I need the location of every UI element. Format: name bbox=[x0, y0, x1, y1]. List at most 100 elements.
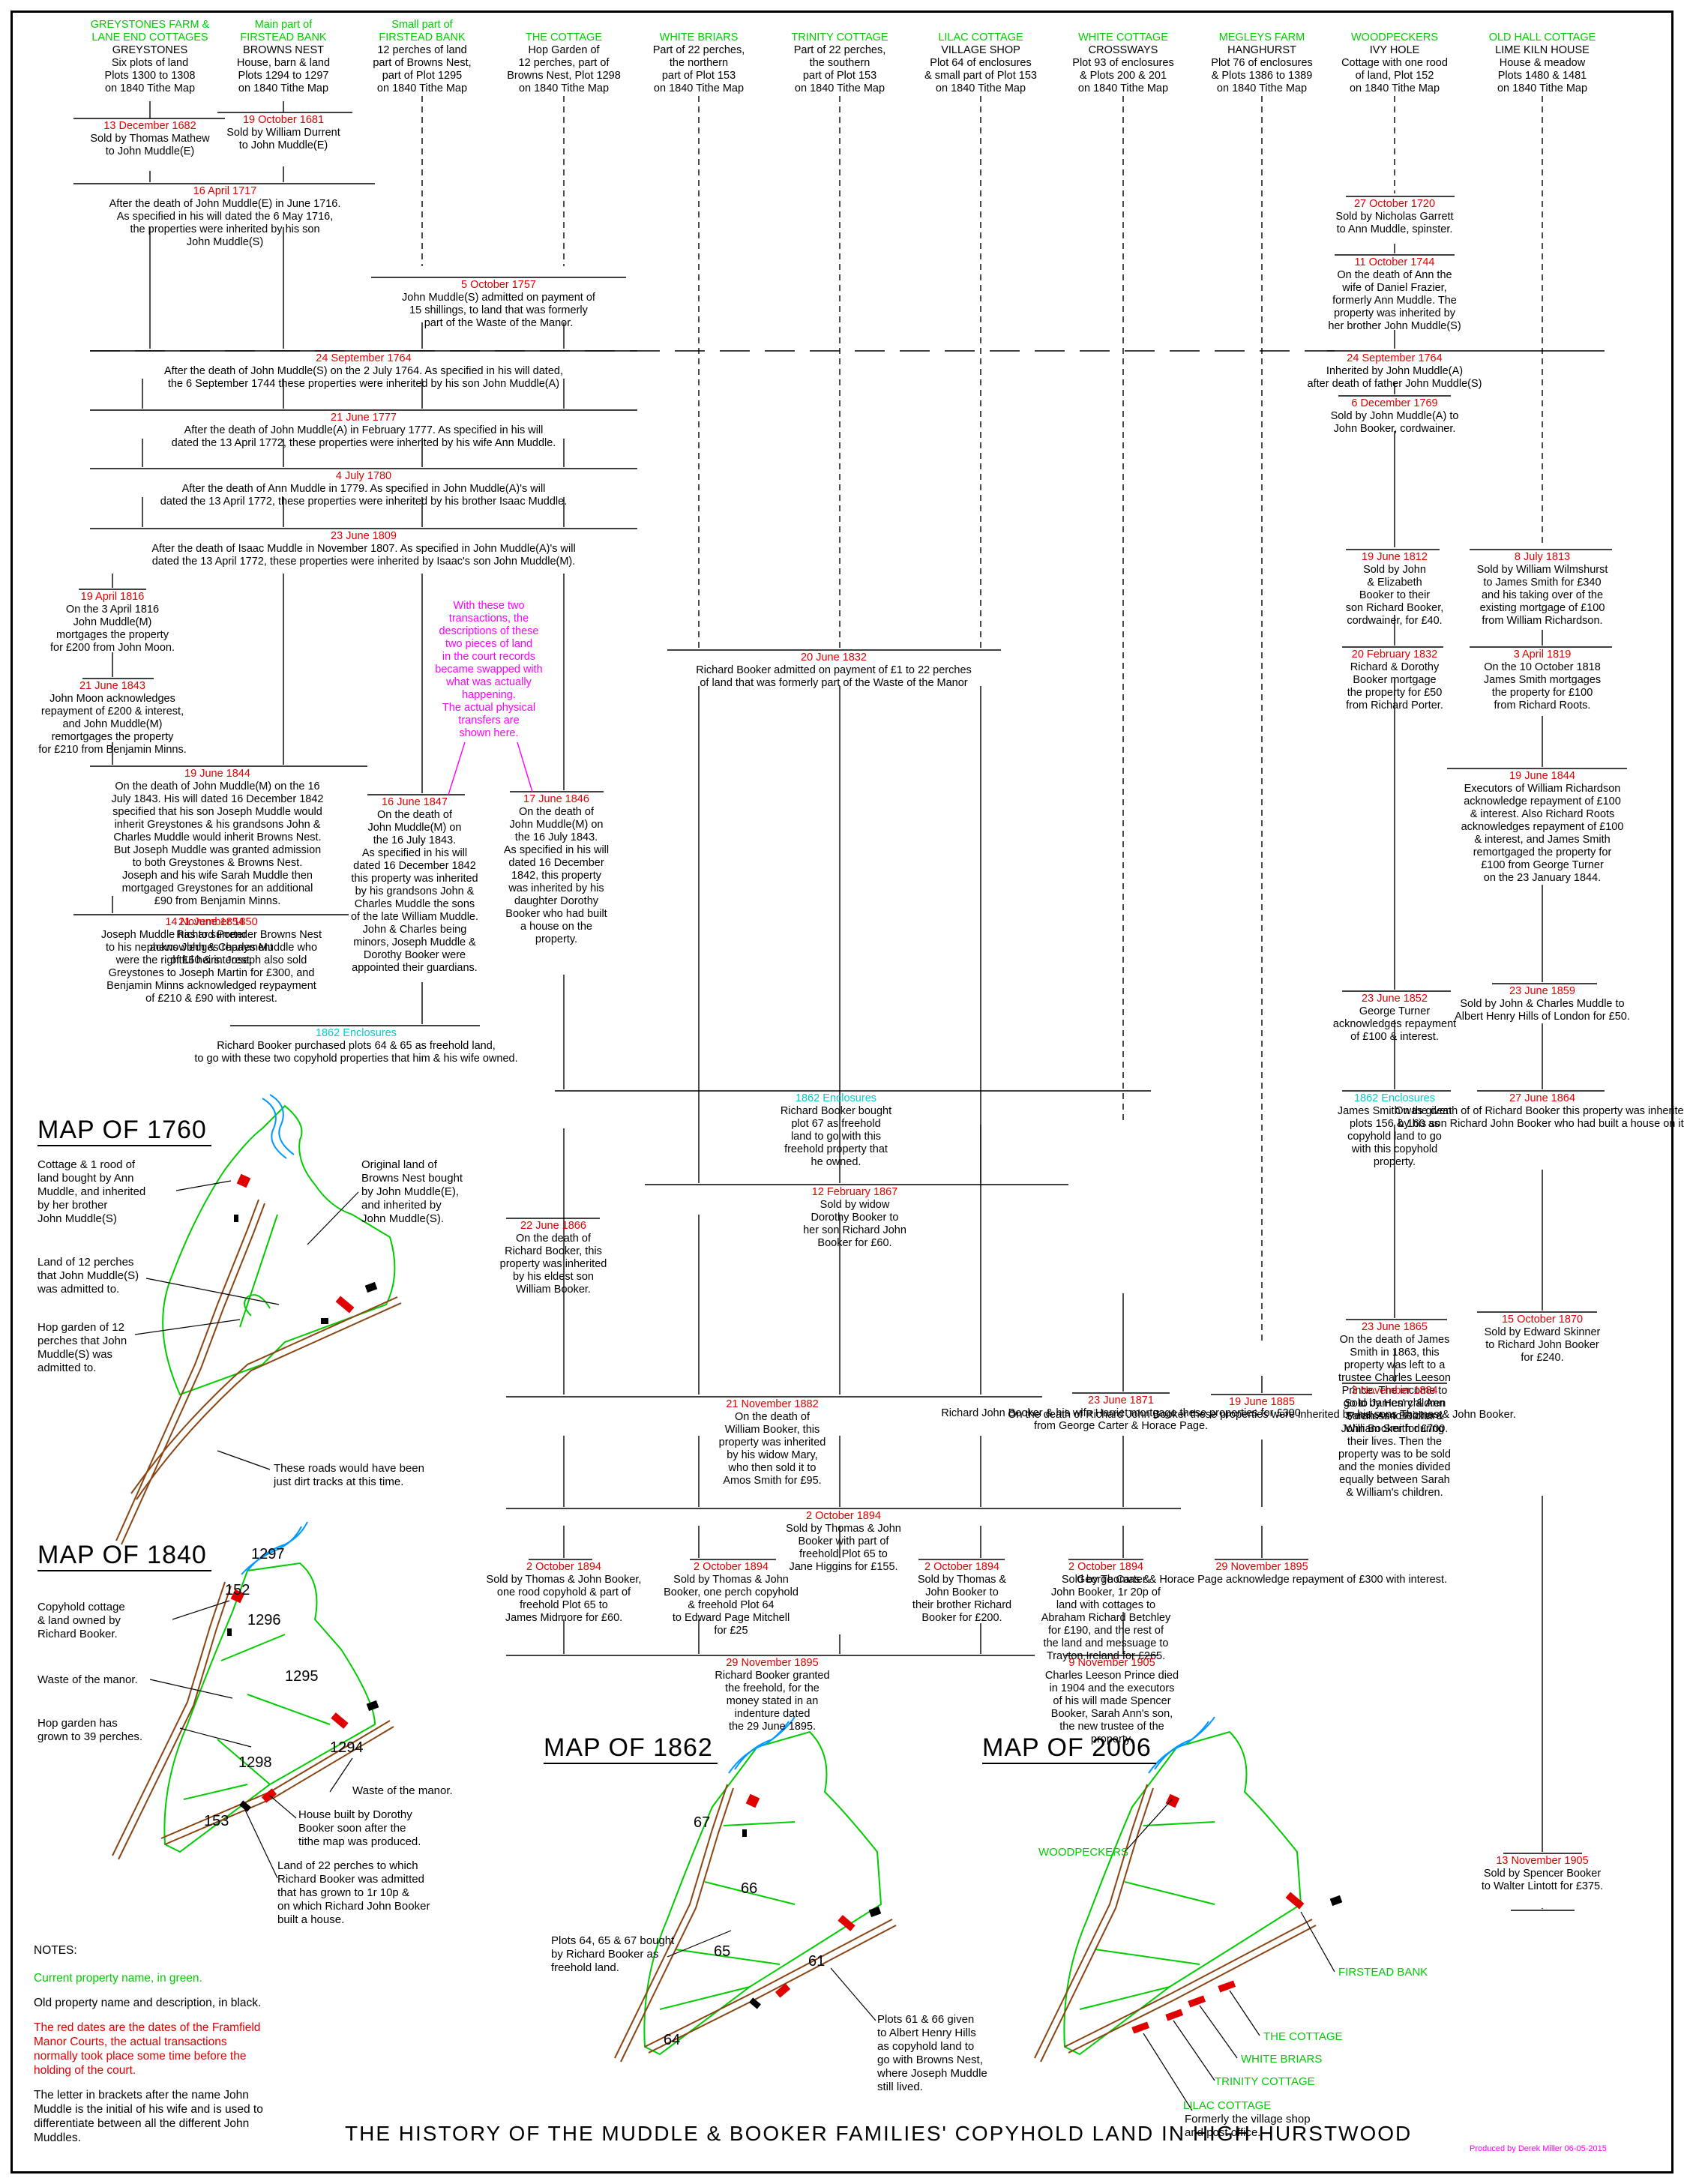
map1760-label-line: Original land of bbox=[361, 1158, 437, 1171]
event-text-line: to his nephews John & Charles Muddle who bbox=[105, 942, 318, 954]
event-text-line: remortgages the property bbox=[51, 731, 174, 743]
plot-number: 1294 bbox=[330, 1739, 364, 1756]
old-name-line: BROWNS NEST bbox=[243, 44, 324, 56]
event-text-line: to Richard John Booker bbox=[1485, 1339, 1599, 1351]
event-text-line: acknowledges repayment bbox=[1332, 1018, 1457, 1030]
event-text-line: the new trustee of the bbox=[1059, 1721, 1164, 1733]
event-date: 12 February 1867 bbox=[811, 1186, 898, 1198]
event-text-line: On the death of bbox=[516, 1233, 591, 1245]
event-text-line: George Carter & Horace Page acknowledge … bbox=[1076, 1574, 1448, 1586]
event-text-line: one rood copyhold & part of bbox=[496, 1586, 631, 1598]
map2006-label-line: and post office. bbox=[1185, 2126, 1261, 2139]
old-name-line: on 1840 Tithe Map bbox=[104, 82, 196, 94]
swap-note-line: happening. bbox=[462, 689, 516, 701]
plot-number: 64 bbox=[664, 2032, 681, 2048]
event-text-line: Richard Booker purchased plots 64 & 65 a… bbox=[217, 1040, 496, 1052]
plot-number: 66 bbox=[741, 1880, 758, 1897]
map1840-label-line: built a house. bbox=[277, 1913, 345, 1926]
map-2006-title: MAP OF 2006 bbox=[982, 1733, 1156, 1764]
event-text-line: & Elizabeth bbox=[1367, 577, 1422, 589]
event-text-line: who then sold it to bbox=[728, 1462, 817, 1474]
map1760-label-line: These roads would have been bbox=[274, 1462, 424, 1475]
event-text-line: dated the 13 April 1772, these propertie… bbox=[171, 437, 556, 449]
event-text-line: On the death of James bbox=[1339, 1334, 1450, 1346]
event-text-line: copyhold land to go bbox=[1347, 1131, 1442, 1143]
event-text-line: to Walter Lintott for £375. bbox=[1481, 1880, 1604, 1892]
event-text-line: he owned. bbox=[811, 1156, 861, 1168]
event-text-line: John & Charles being bbox=[362, 924, 467, 936]
old-name-line: IVY HOLE bbox=[1369, 44, 1420, 56]
map1760-label-line: John Muddle(S) bbox=[37, 1212, 117, 1225]
event-text-line: Smith in 1863, this bbox=[1350, 1347, 1440, 1359]
old-name-line: the northern bbox=[669, 57, 729, 69]
event-text-line: John Booker, 1r 20p of bbox=[1051, 1586, 1161, 1598]
old-name-line: HANGHURST bbox=[1227, 44, 1296, 56]
event-text-line: £90 from Benjamin Minns. bbox=[154, 895, 281, 907]
event-date: 3 November 1884 bbox=[1351, 1385, 1438, 1397]
event-text-line: and John Muddle(M) bbox=[62, 718, 163, 730]
event-text-line: to John Muddle(E) bbox=[238, 139, 328, 151]
map1840-label-line: Richard Booker was admitted bbox=[277, 1873, 424, 1886]
event-text-line: trustee Charles Leeson bbox=[1338, 1372, 1451, 1384]
event-text-line: Sold by Thomas Mathew bbox=[90, 133, 210, 145]
event-text-line: Charles Muddle the sons bbox=[354, 898, 475, 910]
event-text-line: Booker mortgage bbox=[1353, 674, 1437, 686]
event-text-line: As specified in his will dated the 6 May… bbox=[116, 211, 334, 223]
event-text-line: to Ann Muddle, spinster. bbox=[1336, 223, 1453, 235]
event-text-line: part of the Waste of the Manor. bbox=[424, 317, 574, 329]
event-text-line: Greystones to Joseph Martin for £300, an… bbox=[108, 967, 315, 979]
old-name-line: Plot 93 of enclosures bbox=[1072, 57, 1174, 69]
current-name-line: WHITE COTTAGE bbox=[1078, 31, 1168, 43]
event-date: 9 November 1905 bbox=[1068, 1657, 1155, 1669]
event-date: 2 October 1894 bbox=[1068, 1561, 1143, 1573]
current-property-label: TRINITY COTTAGE bbox=[1215, 2075, 1315, 2088]
event-date: 22 June 1866 bbox=[520, 1220, 586, 1232]
plot-number: 1296 bbox=[247, 1612, 281, 1628]
event-text-line: land to go with this bbox=[790, 1131, 882, 1143]
event-text-line: formerly Ann Muddle. The bbox=[1332, 295, 1457, 307]
event-date: 1862 Enclosures bbox=[315, 1027, 397, 1039]
event-text-line: On the 3 April 1816 bbox=[65, 604, 160, 616]
event-date: 17 June 1846 bbox=[523, 793, 589, 805]
event-date: 1862 Enclosures bbox=[1353, 1092, 1435, 1104]
event-text-line: to both Greystones & Browns Nest. bbox=[132, 857, 303, 869]
event-text-line: for £240. bbox=[1521, 1352, 1564, 1364]
credit: Produced by Derek Miller 06-05-2015 bbox=[1470, 2144, 1607, 2153]
event-text-line: John Muddle(M) on bbox=[367, 822, 462, 834]
map1760-label-line: and inherited by bbox=[361, 1199, 442, 1212]
event-text-line: of £50 & interest. bbox=[170, 954, 253, 966]
old-name-line: & Plots 200 & 201 bbox=[1079, 70, 1167, 82]
event-text-line: Jane Higgins for £155. bbox=[789, 1561, 898, 1573]
event-text-line: the land and messuage to bbox=[1043, 1637, 1169, 1649]
old-name-line: LIME KILN HOUSE bbox=[1495, 44, 1590, 56]
map1840-label: Waste of the manor. bbox=[352, 1784, 453, 1798]
plot-number: 1295 bbox=[285, 1668, 319, 1685]
plot-number: 1297 bbox=[251, 1546, 285, 1562]
event-date: 19 April 1816 bbox=[80, 591, 145, 603]
map1840-label-line: on which Richard John Booker bbox=[277, 1900, 430, 1913]
swap-note-line: became swapped with bbox=[435, 664, 543, 676]
old-name-line: House & meadow bbox=[1499, 57, 1586, 69]
event-text-line: of £100 & interest. bbox=[1350, 1031, 1439, 1043]
old-name-line: the southern bbox=[809, 57, 870, 69]
old-name-line: Plots 1294 to 1297 bbox=[238, 70, 329, 82]
map-1862-title: MAP OF 1862 bbox=[544, 1733, 718, 1764]
map1862-label-line: freehold land. bbox=[551, 1961, 619, 1974]
old-name-line: on 1840 Tithe Map bbox=[1497, 82, 1588, 94]
